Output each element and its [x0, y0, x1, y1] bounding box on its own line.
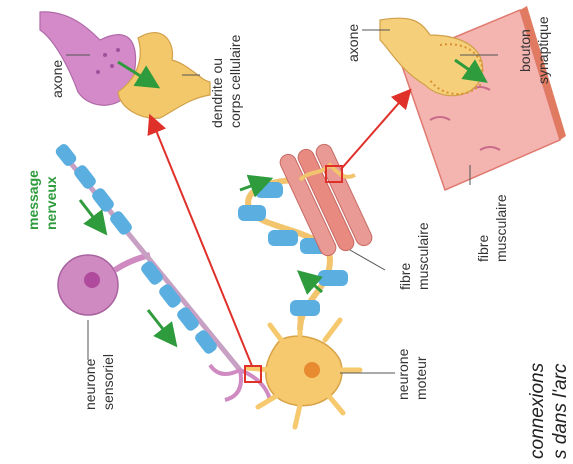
- sensory-signal-arrow-top: [80, 200, 100, 226]
- svg-text:synaptique: synaptique: [535, 16, 551, 84]
- svg-text:dendrite ou: dendrite ou: [209, 58, 225, 128]
- label-axone-left: axone: [49, 60, 65, 98]
- svg-text:musculaire: musculaire: [493, 194, 509, 262]
- svg-text:musculaire: musculaire: [415, 222, 431, 290]
- label-neurone-moteur: neurone moteur: [395, 348, 429, 400]
- label-dendrite: dendrite ou corps cellulaire: [209, 34, 243, 128]
- svg-text:neurone: neurone: [82, 358, 98, 410]
- svg-text:axone: axone: [49, 60, 65, 98]
- zoom-arrow-synapse: [153, 123, 252, 366]
- sensory-myelin: [54, 142, 219, 356]
- svg-text:axone: axone: [345, 24, 361, 62]
- label-fibre-musculaire-right: fibre musculaire: [475, 194, 509, 262]
- label-message-nerveux: message nerveux: [25, 170, 59, 230]
- bouton-terminal: [380, 18, 483, 96]
- label-fibre-musculaire-center: fibre musculaire: [397, 222, 431, 290]
- svg-text:moteur: moteur: [413, 356, 429, 400]
- svg-text:connexions: connexions: [527, 362, 548, 459]
- svg-text:neurone: neurone: [395, 348, 411, 400]
- svg-text:fibre: fibre: [397, 263, 413, 290]
- svg-text:bouton: bouton: [517, 29, 533, 72]
- svg-text:s dans l'arc: s dans l'arc: [550, 363, 571, 459]
- sensory-signal-arrow-bottom: [148, 310, 170, 338]
- svg-text:fibre: fibre: [475, 235, 491, 262]
- label-axone-right: axone: [345, 24, 361, 62]
- svg-text:nerveux: nerveux: [43, 176, 59, 230]
- svg-text:sensoriel: sensoriel: [100, 354, 116, 410]
- synapse-neuron-neuron: [40, 12, 210, 118]
- label-neurone-sensoriel: neurone sensoriel: [82, 354, 116, 410]
- svg-text:message: message: [25, 170, 41, 230]
- svg-text:corps cellulaire: corps cellulaire: [227, 34, 243, 128]
- label-caption: connexions s dans l'arc: [527, 362, 571, 459]
- zoom-arrow-junction: [342, 96, 405, 168]
